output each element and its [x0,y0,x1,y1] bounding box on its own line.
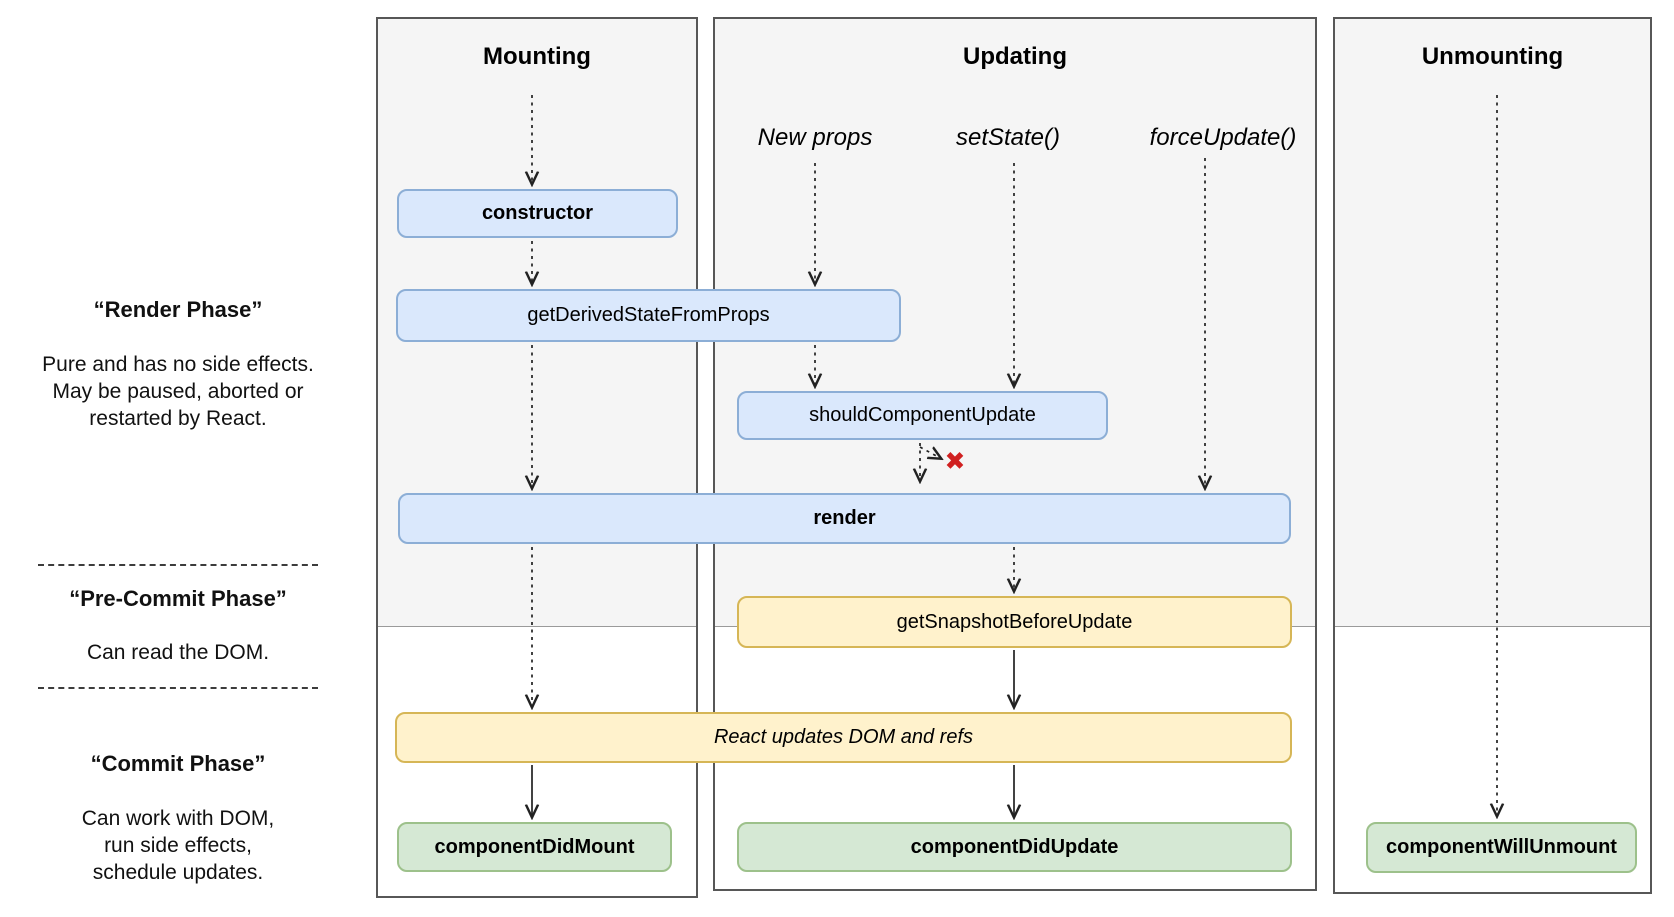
constructor-box: constructor [397,189,678,238]
column-mounting-title: Mounting [483,43,591,70]
component-will-unmount-box: componentWillUnmount [1366,822,1637,873]
render-phase-line: May be paused, aborted or [52,380,304,403]
event-set-state-label: setState() [955,124,1061,151]
commit-phase-line: Can work with DOM, [81,807,275,830]
get-snapshot-before-update-box: getSnapshotBeforeUpdate [737,596,1292,648]
render-box: render [398,493,1291,544]
commit-phase-description: Can work with DOM, run side effects, sch… [20,805,336,886]
column-unmounting-title: Unmounting [1421,43,1564,70]
no-update-x-icon: ✖ [944,447,966,476]
component-did-mount-box: componentDidMount [397,822,672,872]
react-updates-dom-box: React updates DOM and refs [395,712,1292,763]
event-new-props-label: New props [757,124,873,151]
pre-commit-phase-description: Can read the DOM. [20,639,336,666]
should-component-update-box: shouldComponentUpdate [737,391,1108,440]
render-phase-line: restarted by React. [89,407,267,430]
phase-divider [38,687,318,689]
render-phase-description: Pure and has no side effects. May be pau… [20,351,336,432]
phase-divider [38,564,318,566]
event-force-update-label: forceUpdate() [1149,124,1297,151]
get-derived-state-from-props-box: getDerivedStateFromProps [396,289,901,342]
commit-phase-title: “Commit Phase” [90,751,266,776]
commit-phase-line: schedule updates. [92,861,264,884]
arrow-scu-to-cancel [919,446,940,458]
column-unmounting-render-band [1335,19,1650,627]
column-unmounting: Unmounting [1333,17,1652,894]
commit-phase-line: run side effects, [104,834,252,857]
column-updating-title: Updating [963,43,1067,70]
pre-commit-phase-title: “Pre-Commit Phase” [69,586,287,611]
render-phase-line: Pure and has no side effects. [42,353,314,376]
render-phase-title: “Render Phase” [93,297,263,322]
pre-commit-phase-line: Can read the DOM. [86,641,270,664]
component-did-update-box: componentDidUpdate [737,822,1292,872]
